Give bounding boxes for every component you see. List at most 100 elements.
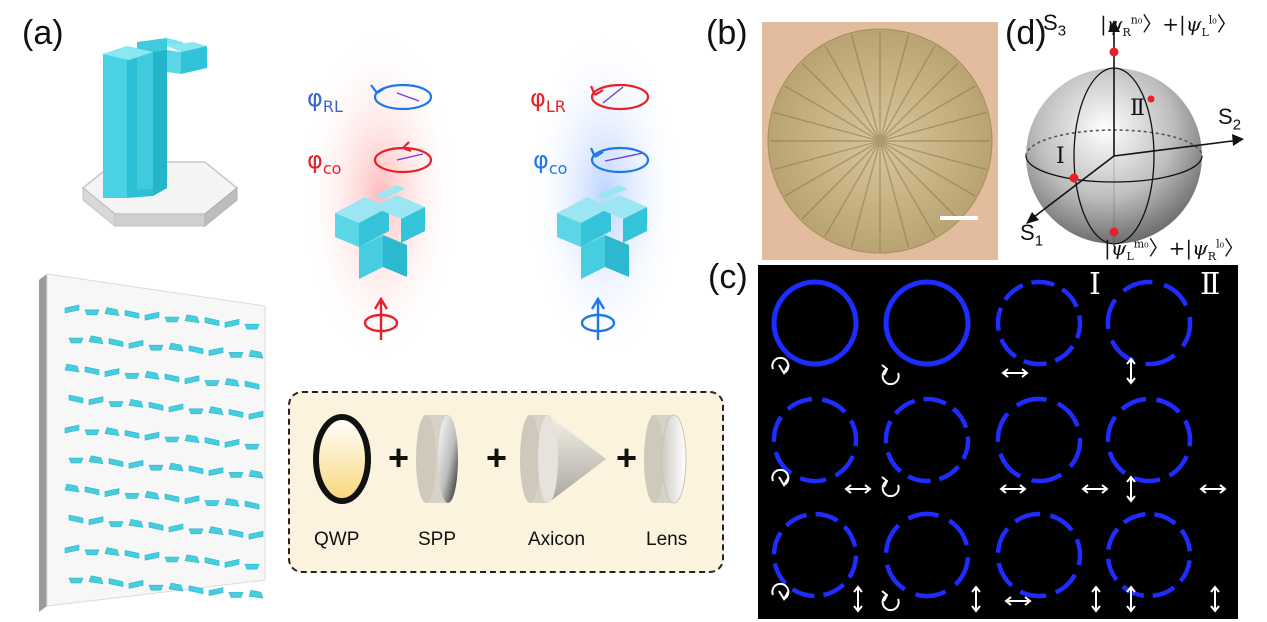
lens-icon [644, 414, 687, 504]
meta-atom [224, 439, 240, 448]
micrograph-spoke [850, 34, 881, 142]
horizontal-pol-glyph [844, 484, 872, 494]
micrograph-spoke [879, 62, 959, 142]
vertical-pol-glyph [1210, 585, 1220, 613]
meta-atom [148, 344, 164, 351]
meta-atom [88, 455, 104, 465]
lcp-glyph [881, 594, 900, 612]
top-state-ket: |ψRn₀〉+|ψLl₀〉 [1100, 12, 1237, 39]
micrograph-spoke [879, 34, 910, 142]
meta-atom [184, 495, 200, 505]
meta-atom [164, 493, 180, 503]
intensity-ring-segment [847, 555, 859, 579]
meta-atom [168, 523, 184, 533]
micrograph-spoke [784, 85, 881, 142]
meta-atom [104, 547, 120, 556]
intensity-ring-segment [1153, 512, 1177, 526]
micrograph-spoke [879, 140, 959, 220]
intensity-ring-segment [893, 398, 916, 416]
panel-label-b: (b) [706, 14, 748, 52]
meta-atom [184, 434, 200, 444]
meta-atom [168, 342, 184, 352]
meta-atom [244, 380, 260, 390]
micrograph-spoke [879, 140, 976, 197]
meta-atom [248, 410, 264, 420]
vertical-pol-glyph [853, 585, 863, 613]
meta-atom [104, 368, 120, 377]
meta-atom [148, 521, 164, 531]
micrograph-spoke [879, 140, 987, 171]
meta-atom [108, 458, 124, 467]
meta-atom [64, 424, 80, 434]
meta-atom [188, 408, 204, 415]
meta-atom [248, 530, 264, 540]
intensity-ring-segment [1107, 451, 1127, 476]
plus-sign-2: + [486, 437, 508, 478]
meta-atom [224, 378, 240, 387]
micrograph-spoke [801, 140, 881, 220]
meta-atom [128, 340, 144, 349]
intensity-ring-segment [1056, 401, 1080, 428]
plus-sign-3: + [616, 437, 638, 478]
rcp-glyph [771, 356, 790, 374]
intensity-ring-segment [1180, 316, 1193, 348]
intensity-ring-segment [1049, 513, 1074, 532]
point-I-marker [1069, 173, 1079, 183]
rcp-glyph [771, 582, 790, 600]
meta-atom [144, 311, 160, 321]
meta-atom [128, 580, 144, 589]
intensity-ring-segment [822, 582, 846, 598]
horizontal-pol-glyph [1081, 484, 1109, 494]
meta-atom [68, 337, 84, 344]
meta-atom [168, 403, 184, 413]
intensity-ring [771, 279, 859, 367]
intensity-ring-segment [834, 455, 855, 478]
horizontal-pol-glyph [1004, 596, 1032, 606]
phase-label-co-blue: φco [533, 146, 568, 178]
meta-atom [188, 465, 204, 475]
meta-atom [124, 430, 140, 439]
scale-bar [940, 216, 978, 220]
meta-atom [204, 437, 220, 446]
axicon-icon [520, 415, 606, 503]
intensity-ring-segment [907, 474, 931, 484]
rcp-glyph-head [778, 364, 789, 375]
meta-atom [148, 584, 164, 591]
intensity-ring-segment [1122, 511, 1146, 525]
meta-atom [144, 370, 160, 380]
intensity-ring-segment [1003, 283, 1024, 302]
meta-atom [108, 578, 124, 587]
meta-atom [124, 550, 140, 559]
horizontal-pol-glyph [1001, 368, 1029, 378]
cross-nanostructure-left [335, 185, 425, 279]
meta-atom [88, 516, 104, 526]
meta-atom [168, 462, 184, 472]
meta-atom [148, 464, 164, 471]
intensity-ring-segment [1152, 585, 1176, 599]
meta-atom [164, 316, 180, 323]
rl-polarization-icon [370, 83, 433, 111]
element-label-spp: SPP [418, 529, 457, 550]
poincare-sphere [1025, 20, 1244, 245]
panel-label-d: (d) [1005, 14, 1047, 52]
micrograph-spoke [801, 62, 881, 142]
meta-atom [188, 528, 204, 535]
phase-label-lr: φLR [530, 84, 566, 116]
intensity-ring-segment [1121, 584, 1145, 598]
intensity-ring-segment [1179, 528, 1193, 552]
intensity-ring-segment [999, 338, 1018, 359]
meta-atom [224, 559, 240, 568]
meta-atom [224, 498, 240, 507]
intensity-ring-segment [995, 306, 1004, 332]
cross-pillar-unit-cell [81, 38, 239, 228]
rl-arrow [396, 92, 420, 102]
intensity-ring-segment [1022, 358, 1048, 367]
intensity-ring-segment [914, 589, 947, 599]
micrograph-spoke [784, 140, 881, 197]
meta-atom [164, 436, 180, 443]
intensity-ring-segment [938, 464, 961, 482]
intensity-ring-segment [1163, 282, 1189, 307]
south-pole-point [1109, 227, 1119, 237]
intensity-ring-segment [998, 452, 1022, 479]
intensity-ring-segment [947, 518, 969, 546]
